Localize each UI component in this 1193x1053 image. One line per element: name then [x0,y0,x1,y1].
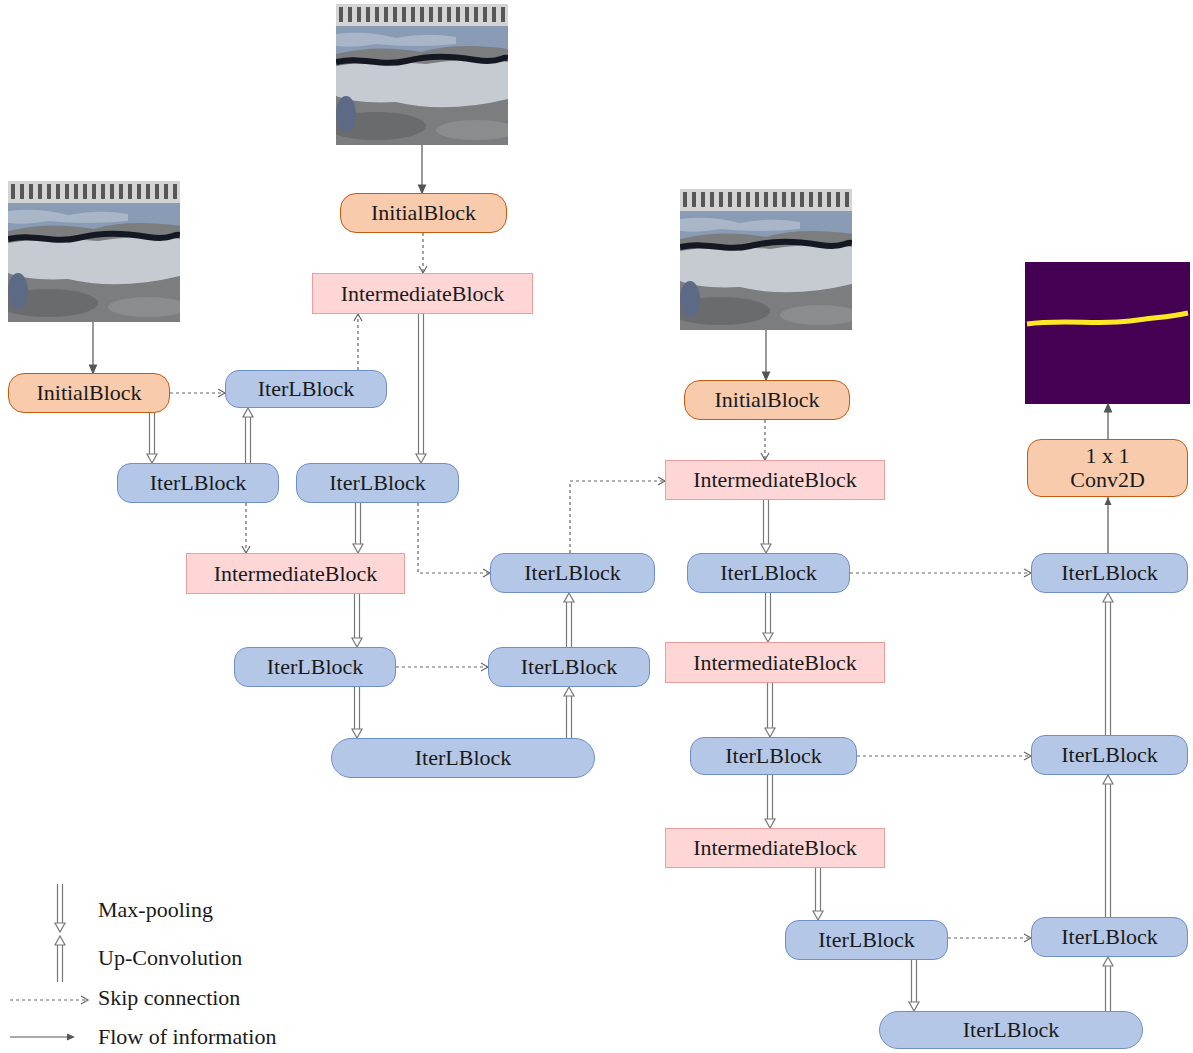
skip-connection [761,420,769,460]
pooling-arrow [352,687,362,738]
iterl-block: IterLBlock [296,463,459,503]
iterl-block: IterLBlock [234,647,396,687]
block-label: 1 x 1 Conv2D [1068,444,1148,492]
iterl-block: IterLBlock [879,1011,1143,1049]
block-label: IntermediateBlock [214,562,378,586]
intermediate-block: IntermediateBlock [665,460,885,500]
iterl-block: IterLBlock [690,737,857,775]
skip-connection [354,314,362,370]
iterl-block: IterLBlock [687,553,850,593]
intermediate-block: IntermediateBlock [186,553,405,594]
legend-symbols [10,884,88,1041]
block-label: IterLBlock [258,377,355,401]
legend-text: Max-pooling [98,897,213,923]
skip-connection [418,503,490,577]
block-label: IterLBlock [150,471,247,495]
skip-connection [857,752,1031,760]
skip-connection [396,663,488,671]
block-label: InitialBlock [371,201,476,225]
pooling-arrow [353,503,363,553]
crack-photo [670,189,860,330]
pooling-arrow [564,593,574,647]
block-label: IterLBlock [720,561,817,585]
skip-connection [419,233,427,273]
block-label: InitialBlock [714,388,819,412]
pooling-arrow [352,594,362,647]
block-label: IterLBlock [963,1018,1060,1042]
pooling-arrow [1103,957,1113,1011]
block-label: InitialBlock [36,381,141,405]
initial-block: InitialBlock [340,193,507,233]
block-label: IterLBlock [524,561,621,585]
pooling-arrow [1103,775,1113,917]
iterl-block: IterLBlock [488,647,650,687]
block-label: IterLBlock [329,471,426,495]
legend-text: Flow of information [98,1024,276,1050]
block-label: IterLBlock [1061,743,1158,767]
block-label: IterLBlock [267,655,364,679]
skip-connection [570,477,665,553]
block-label: IntermediateBlock [693,651,857,675]
pooling-arrow [243,408,253,463]
skip-connection [948,934,1031,942]
block-label: IntermediateBlock [693,836,857,860]
iterl-block: IterLBlock [331,738,595,778]
pooling-arrow [147,413,157,463]
block-label: IntermediateBlock [693,468,857,492]
intermediate-block: IntermediateBlock [665,828,885,868]
pooling-arrow [765,775,775,828]
pooling-arrow [765,683,775,737]
conv-block: 1 x 1 Conv2D [1027,439,1188,497]
pooling-arrow [1103,593,1113,735]
legend-text: Up-Convolution [98,945,242,971]
iterl-block: IterLBlock [1031,553,1188,593]
segmentation-mask [1025,262,1190,404]
crack-photo [326,4,516,145]
block-label: IterLBlock [725,744,822,768]
pooling-arrow [763,593,773,642]
iterl-block: IterLBlock [490,553,655,593]
block-label: IntermediateBlock [341,282,505,306]
intermediate-block: IntermediateBlock [312,273,533,314]
pooling-arrow [564,687,574,738]
pooling-arrow [909,960,919,1011]
legend-text: Skip connection [98,985,240,1011]
pooling-arrow [416,314,426,463]
iterl-block: IterLBlock [225,370,387,408]
iterl-block: IterLBlock [117,463,279,503]
block-label: IterLBlock [415,746,512,770]
intermediate-block: IntermediateBlock [665,642,885,683]
crack-photo [0,181,188,322]
pooling-arrow [761,500,771,553]
block-label: IterLBlock [1061,925,1158,949]
flow-arrow [1105,497,1112,553]
block-label: IterLBlock [818,928,915,952]
pooling-arrow [813,868,823,920]
skip-connection [242,503,250,553]
iterl-block: IterLBlock [1031,735,1188,775]
block-label: IterLBlock [1061,561,1158,585]
initial-block: InitialBlock [684,380,850,420]
skip-connection [170,389,225,397]
skip-connection [850,569,1031,577]
iterl-block: IterLBlock [785,920,948,960]
initial-block: InitialBlock [8,373,170,413]
iterl-block: IterLBlock [1031,917,1188,957]
input-arrows [90,145,1112,439]
block-label: IterLBlock [521,655,618,679]
